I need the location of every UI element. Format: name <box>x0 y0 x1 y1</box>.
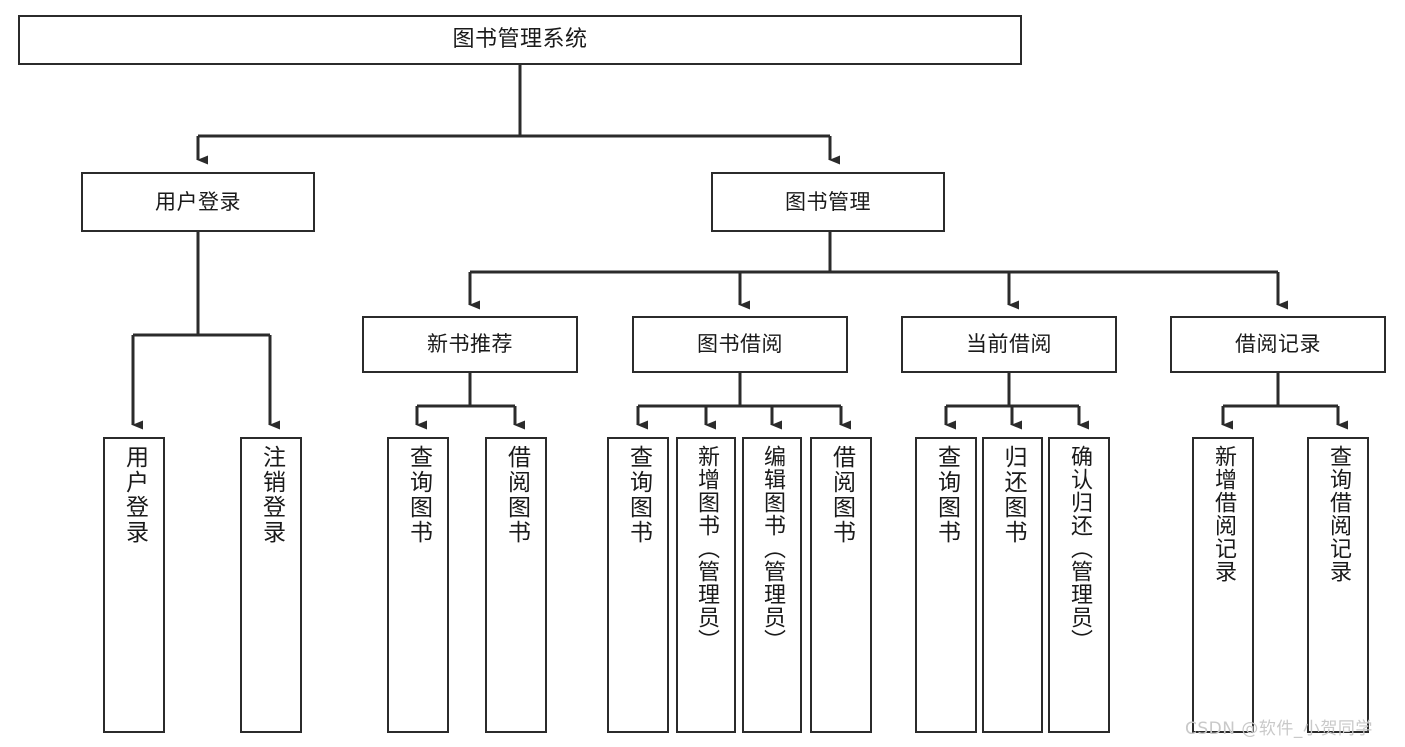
node-leaf-logout-login[interactable]: 注销登录 <box>240 437 302 733</box>
node-book-borrow-label: 图书借阅 <box>697 332 783 357</box>
node-user-login[interactable]: 用户登录 <box>81 172 315 232</box>
node-new-book-recommend[interactable]: 新书推荐 <box>362 316 578 373</box>
node-leaf-query-book-3-label: 查询图书 <box>933 445 960 545</box>
node-leaf-query-book-1[interactable]: 查询图书 <box>387 437 449 733</box>
node-leaf-add-record[interactable]: 新增借阅记录 <box>1192 437 1254 733</box>
node-leaf-edit-book-label: 编辑图书（管理员） <box>760 445 785 652</box>
node-current-borrow[interactable]: 当前借阅 <box>901 316 1117 373</box>
node-book-borrow[interactable]: 图书借阅 <box>632 316 848 373</box>
node-root-system-label: 图书管理系统 <box>452 27 588 53</box>
node-current-borrow-label: 当前借阅 <box>966 332 1052 357</box>
node-leaf-borrow-book-1-label: 借阅图书 <box>503 445 530 545</box>
node-leaf-query-book-1-label: 查询图书 <box>405 445 432 545</box>
node-leaf-query-book-3[interactable]: 查询图书 <box>915 437 977 733</box>
node-leaf-logout-login-label: 注销登录 <box>258 445 285 545</box>
node-leaf-return-book-label: 归还图书 <box>1000 445 1026 545</box>
node-leaf-add-book[interactable]: 新增图书（管理员） <box>676 437 736 733</box>
node-root-system[interactable]: 图书管理系统 <box>18 15 1022 65</box>
node-leaf-add-record-label: 新增借阅记录 <box>1211 445 1236 583</box>
node-leaf-borrow-book-1[interactable]: 借阅图书 <box>485 437 547 733</box>
csdn-watermark: CSDN @软件_小贺同学 <box>1185 719 1373 739</box>
node-leaf-query-book-2-label: 查询图书 <box>625 445 652 545</box>
node-borrow-record[interactable]: 借阅记录 <box>1170 316 1386 373</box>
node-leaf-add-book-label: 新增图书（管理员） <box>694 445 719 652</box>
node-leaf-edit-book[interactable]: 编辑图书（管理员） <box>742 437 802 733</box>
node-leaf-query-record-label: 查询借阅记录 <box>1326 445 1351 583</box>
node-new-book-recommend-label: 新书推荐 <box>427 332 513 357</box>
node-leaf-confirm-return-label: 确认归还（管理员） <box>1067 445 1092 652</box>
node-book-manage[interactable]: 图书管理 <box>711 172 945 232</box>
node-borrow-record-label: 借阅记录 <box>1235 332 1321 357</box>
node-leaf-user-login-label: 用户登录 <box>121 445 148 545</box>
node-leaf-confirm-return[interactable]: 确认归还（管理员） <box>1048 437 1110 733</box>
node-leaf-query-book-2[interactable]: 查询图书 <box>607 437 669 733</box>
node-leaf-borrow-book-2[interactable]: 借阅图书 <box>810 437 872 733</box>
node-leaf-query-record[interactable]: 查询借阅记录 <box>1307 437 1369 733</box>
node-user-login-label: 用户登录 <box>155 189 241 214</box>
node-leaf-return-book[interactable]: 归还图书 <box>982 437 1043 733</box>
node-leaf-borrow-book-2-label: 借阅图书 <box>828 445 855 545</box>
node-leaf-user-login[interactable]: 用户登录 <box>103 437 165 733</box>
node-book-manage-label: 图书管理 <box>785 189 871 214</box>
